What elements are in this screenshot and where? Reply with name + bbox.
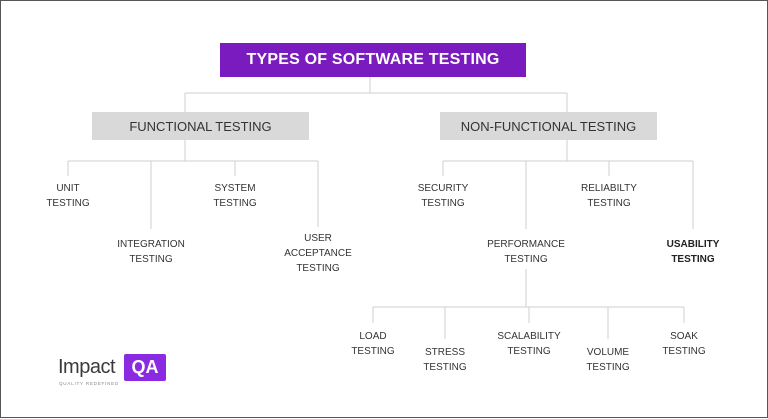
- stress-testing-label: STRESS TESTING: [423, 347, 467, 373]
- logo-tagline: QUALITY REDEFINED: [59, 381, 120, 386]
- non-functional-testing-box: NON-FUNCTIONAL TESTING: [440, 112, 657, 140]
- reliability-testing-label: RELIABILTY TESTING: [581, 183, 637, 209]
- functional-testing-box: FUNCTIONAL TESTING: [92, 112, 309, 140]
- diagram-title: TYPES OF SOFTWARE TESTING: [220, 43, 526, 77]
- integration-testing-label: INTEGRATION TESTING: [117, 239, 185, 265]
- load-testing-label: LOAD TESTING: [351, 331, 395, 357]
- impactqa-logo: Impact QA QUALITY REDEFINED: [58, 354, 168, 388]
- user-acceptance-testing-label: USER ACCEPTANCE TESTING: [284, 233, 352, 274]
- usability-testing-label: USABILITY TESTING: [666, 239, 720, 265]
- performance-testing-label: PERFORMANCE TESTING: [487, 239, 565, 265]
- unit-testing-label: UNIT TESTING: [46, 183, 90, 209]
- logo-wordmark: Impact: [58, 356, 116, 378]
- security-testing-label: SECURITY TESTING: [417, 183, 469, 209]
- system-testing-label: SYSTEM TESTING: [213, 183, 257, 209]
- logo-badge: QA: [124, 354, 166, 381]
- scalability-testing-label: SCALABILITY TESTING: [497, 331, 561, 357]
- volume-testing-label: VOLUME TESTING: [586, 347, 630, 373]
- soak-testing-label: SOAK TESTING: [662, 331, 706, 357]
